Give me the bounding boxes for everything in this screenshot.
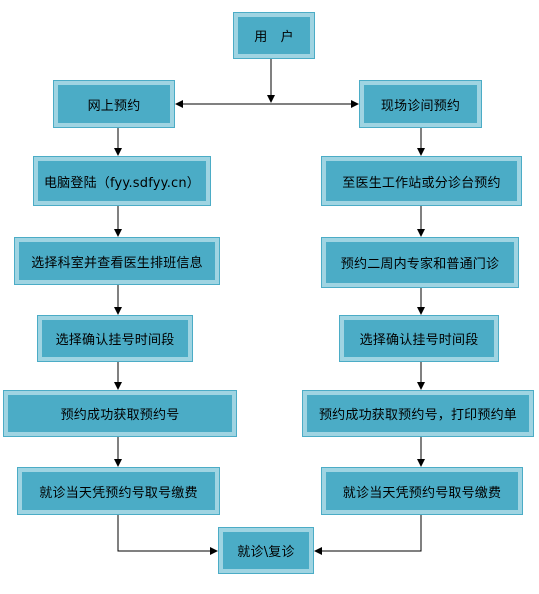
node-left-pay-label: 就诊当天凭预约号取号缴费 xyxy=(39,485,198,501)
node-doctor-station: 至医生工作站或分诊台预约 xyxy=(321,156,522,206)
node-two-weeks-label: 预约二周内专家和普通门诊 xyxy=(340,257,500,272)
node-computer-login-label: 电脑登陆（fyy.sdfyy.cn） xyxy=(43,175,201,191)
node-right-get-number: 预约成功获取预约号，打印预约单 xyxy=(302,390,534,437)
node-right-pay: 就诊当天凭预约号取号缴费 xyxy=(321,467,523,515)
node-onsite-booking: 现场诊间预约 xyxy=(359,80,482,128)
node-doctor-station-label: 至医生工作站或分诊台预约 xyxy=(342,175,501,191)
node-left-get-number-label: 预约成功获取预约号 xyxy=(60,408,180,423)
node-left-select-time-label: 选择确认挂号时间段 xyxy=(55,333,175,348)
node-right-pay-label: 就诊当天凭预约号取号缴费 xyxy=(342,485,502,501)
node-user-label: 用 户 xyxy=(254,30,294,45)
arrow-right-to-end xyxy=(314,514,422,555)
node-left-select-time: 选择确认挂号时间段 xyxy=(37,315,193,362)
node-two-weeks: 预约二周内专家和普通门诊 xyxy=(321,237,519,288)
node-user: 用 户 xyxy=(233,12,315,59)
node-onsite-booking-label: 现场诊间预约 xyxy=(380,98,461,114)
node-online-booking: 网上预约 xyxy=(53,80,175,128)
node-right-get-number-label: 预约成功获取预约号，打印预约单 xyxy=(318,408,517,423)
node-computer-login: 电脑登陆（fyy.sdfyy.cn） xyxy=(33,156,211,206)
node-visit-revisit: 就诊\复诊 xyxy=(218,527,314,574)
arrow-left-to-end xyxy=(117,514,218,555)
node-left-pay: 就诊当天凭预约号取号缴费 xyxy=(17,467,220,515)
node-select-department: 选择科室并查看医生排班信息 xyxy=(14,237,220,285)
node-online-booking-label: 网上预约 xyxy=(87,98,141,114)
node-visit-revisit-label: 就诊\复诊 xyxy=(237,545,295,560)
node-right-select-time: 选择确认挂号时间段 xyxy=(339,315,499,362)
node-select-department-label: 选择科室并查看医生排班信息 xyxy=(31,255,203,271)
node-right-select-time-label: 选择确认挂号时间段 xyxy=(359,333,479,348)
node-left-get-number: 预约成功获取预约号 xyxy=(3,390,237,437)
